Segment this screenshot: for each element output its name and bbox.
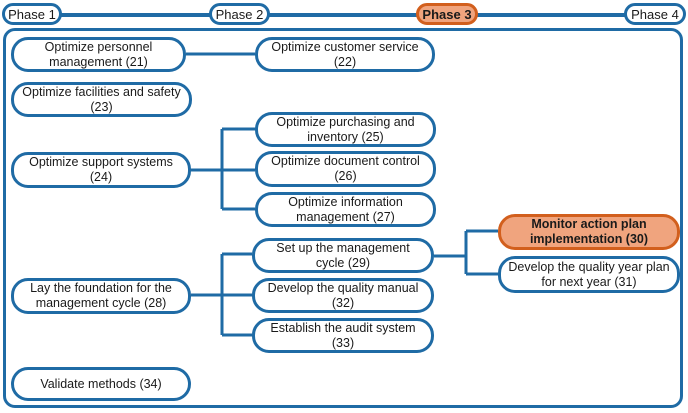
phase-1-pill: Phase 1 bbox=[2, 3, 62, 25]
link-cycle-branch bbox=[434, 229, 498, 276]
node-optimize-support: Optimize support systems (24) bbox=[11, 152, 191, 188]
node-setup-management-cycle: Set up the management cycle (29) bbox=[252, 238, 434, 273]
link-support-branch bbox=[191, 127, 255, 211]
phase-4-pill: Phase 4 bbox=[624, 3, 686, 25]
node-lay-foundation: Lay the foundation for the management cy… bbox=[11, 278, 191, 314]
node-optimize-purchasing: Optimize purchasing and inventory (25) bbox=[255, 112, 436, 147]
phase-2-pill: Phase 2 bbox=[209, 3, 270, 25]
node-audit-system: Establish the audit system (33) bbox=[252, 318, 434, 353]
phase-3-pill-current: Phase 3 bbox=[416, 3, 478, 25]
node-optimize-facilities: Optimize facilities and safety (23) bbox=[11, 82, 192, 117]
node-optimize-information: Optimize information management (27) bbox=[255, 192, 436, 227]
link-foundation-branch bbox=[191, 252, 252, 337]
node-optimize-personnel: Optimize personnel management (21) bbox=[11, 37, 186, 72]
node-validate-methods: Validate methods (34) bbox=[11, 367, 191, 401]
node-quality-manual: Develop the quality manual (32) bbox=[252, 278, 434, 313]
node-quality-year-plan: Develop the quality year plan for next y… bbox=[498, 256, 680, 293]
phase-3-container bbox=[3, 28, 683, 408]
node-optimize-document-control: Optimize document control (26) bbox=[255, 151, 436, 187]
phase-timeline-line bbox=[30, 13, 660, 17]
node-monitor-action-plan: Monitor action plan implementation (30) bbox=[498, 214, 680, 250]
node-optimize-customer-service: Optimize customer service (22) bbox=[255, 37, 435, 72]
